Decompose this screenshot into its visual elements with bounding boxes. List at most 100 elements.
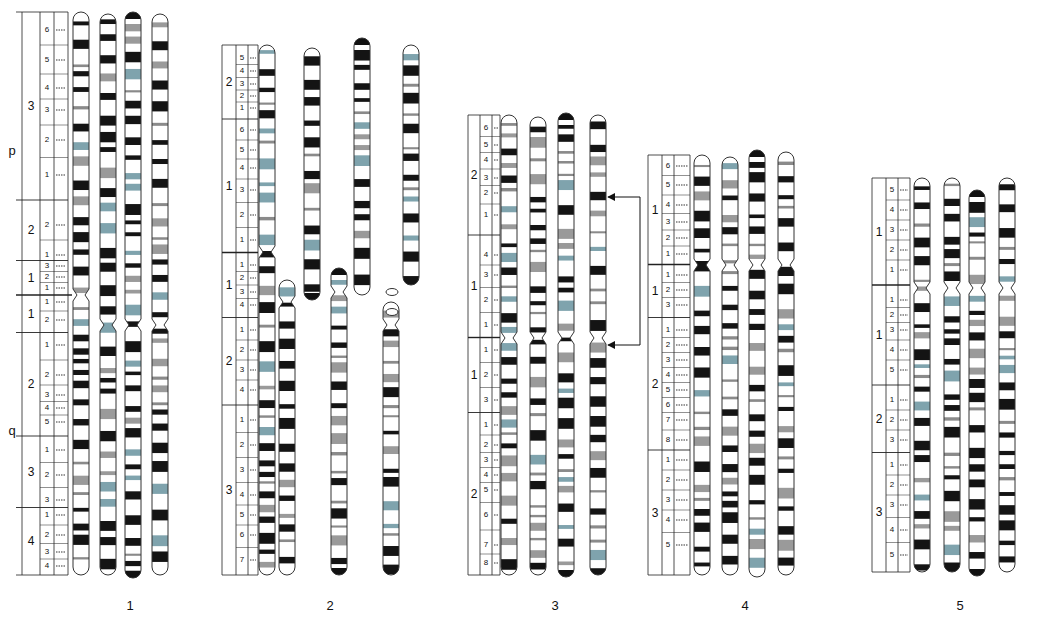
band-number: 6 (240, 126, 244, 134)
band-number: 4 (45, 84, 49, 92)
region-number: 2 (226, 355, 233, 367)
band-number: 5 (666, 541, 670, 549)
band-number: 6 (240, 531, 244, 539)
band-number: 2 (240, 211, 244, 219)
chromosome-ideogram (304, 48, 320, 300)
chromosome-ideogram (944, 178, 960, 572)
band-number: 2 (484, 371, 488, 379)
chromosome-ideogram (73, 12, 89, 575)
chromosome-ideogram (259, 45, 275, 575)
band-number: 3 (666, 496, 670, 504)
chromosome-ideogram (331, 268, 347, 575)
band-number: 2 (240, 274, 244, 282)
band-number: 5 (240, 146, 244, 154)
band-number: 6 (484, 124, 488, 132)
region-number: 3 (876, 506, 883, 518)
band-number: 3 (45, 548, 49, 556)
band-number: 5 (666, 386, 670, 394)
band-number: 2 (890, 246, 894, 254)
band-number: 4 (666, 516, 670, 524)
chromosome-number: 1 (126, 599, 133, 612)
band-number: 1 (484, 346, 488, 354)
band-number: 1 (890, 396, 894, 404)
band-number: 4 (240, 67, 244, 75)
band-number: 2 (890, 311, 894, 319)
chromosome-ideogram (354, 38, 370, 295)
band-number: 8 (666, 436, 670, 444)
band-number: 2 (45, 273, 49, 281)
band-number: 3 (890, 436, 894, 444)
band-number: 2 (666, 476, 670, 484)
band-number: 5 (890, 186, 894, 194)
band-number: 3 (240, 186, 244, 194)
band-number: 6 (666, 401, 670, 409)
region-number: 2 (652, 378, 659, 390)
region-number: 1 (471, 280, 478, 292)
arm-label: q (8, 424, 15, 437)
band-number: 2 (45, 221, 49, 229)
band-number: 1 (45, 341, 49, 349)
region-number: 3 (28, 100, 35, 112)
band-number: 2 (484, 296, 488, 304)
chromosome-ideogram (694, 155, 710, 575)
chromosome-ideogram (383, 302, 399, 575)
band-number: 3 (890, 326, 894, 334)
region-number: 1 (226, 279, 233, 291)
band-number: 1 (45, 251, 49, 259)
chromosome-ideogram (914, 178, 930, 572)
region-number: 2 (226, 76, 233, 88)
chromosome-number: 5 (956, 599, 963, 612)
band-number: 2 (45, 136, 49, 144)
band-number: 2 (890, 416, 894, 424)
chromosome-ideogram (279, 280, 295, 575)
band-number: 3 (890, 226, 894, 234)
band-number: 1 (240, 104, 244, 112)
chromosome-number: 4 (741, 599, 748, 612)
inversion-arrows (608, 197, 640, 345)
band-number: 1 (240, 236, 244, 244)
band-number: 4 (666, 371, 670, 379)
band-number: 6 (666, 162, 670, 170)
band-number: 4 (890, 526, 894, 534)
band-number: 6 (45, 26, 49, 34)
band-number: 2 (240, 92, 244, 100)
band-number: 1 (666, 326, 670, 334)
band-number: 2 (666, 286, 670, 294)
band-number: 3 (666, 356, 670, 364)
band-number: 5 (484, 486, 488, 494)
band-number: 3 (240, 80, 244, 88)
band-number: 1 (45, 511, 49, 519)
band-number: 1 (484, 421, 488, 429)
region-number: 1 (226, 180, 233, 192)
arm-label: p (8, 144, 15, 157)
band-number: 3 (45, 496, 49, 504)
band-number: 7 (240, 556, 244, 564)
band-number: 6 (484, 511, 488, 519)
band-number: 4 (240, 491, 244, 499)
chromosome-ideogram (999, 178, 1015, 572)
band-ruler (648, 155, 690, 575)
region-number: 3 (28, 466, 35, 478)
chromosome-number: 2 (326, 599, 333, 612)
band-number: 5 (240, 54, 244, 62)
band-number: 1 (890, 266, 894, 274)
chromosome-ideogram (501, 115, 517, 575)
band-number: 4 (240, 386, 244, 394)
band-number: 5 (890, 366, 894, 374)
band-ruler (468, 115, 500, 575)
band-number: 1 (890, 296, 894, 304)
band-number: 4 (240, 164, 244, 172)
region-number: 2 (471, 169, 478, 181)
band-number: 3 (666, 301, 670, 309)
band-number: 4 (484, 156, 488, 164)
chromosome-ideogram (722, 157, 738, 575)
band-number: 1 (240, 326, 244, 334)
band-number: 1 (240, 261, 244, 269)
region-number: 4 (28, 535, 35, 547)
band-number: 1 (45, 446, 49, 454)
band-number: 1 (666, 271, 670, 279)
chromosome-number: 3 (551, 599, 558, 612)
band-number: 5 (484, 141, 488, 149)
region-number: 1 (28, 308, 35, 320)
